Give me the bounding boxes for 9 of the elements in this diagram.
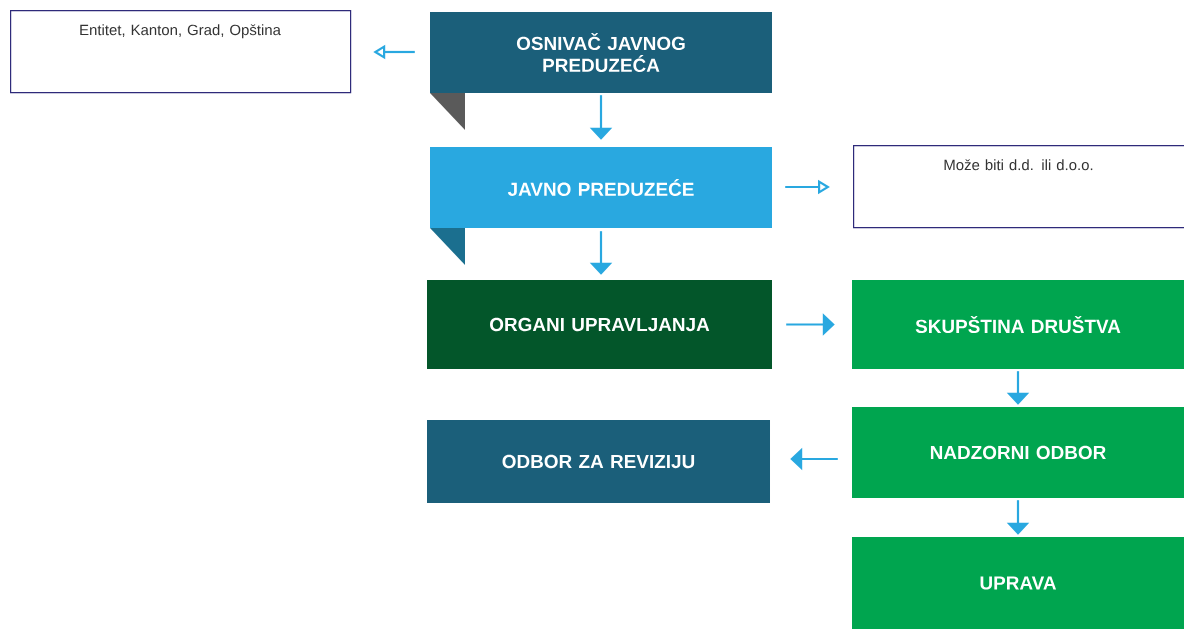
note-box: Entitet, Kanton, Grad, Opština	[10, 10, 352, 94]
process-box: OSNIVAČ JAVNOG PREDUZEĆA	[430, 12, 772, 93]
note-box: Može biti d.d. ili d.o.o.	[853, 145, 1184, 229]
process-box: UPRAVA	[852, 537, 1184, 629]
process-box: ORGANI UPRAVLJANJA	[427, 280, 772, 369]
process-box: JAVNO PREDUZEĆE	[430, 147, 772, 228]
process-box: NADZORNI ODBOR	[852, 407, 1184, 498]
process-box: ODBOR ZA REVIZIJU	[427, 420, 770, 503]
process-box: SKUPŠTINA DRUŠTVA	[852, 280, 1184, 369]
